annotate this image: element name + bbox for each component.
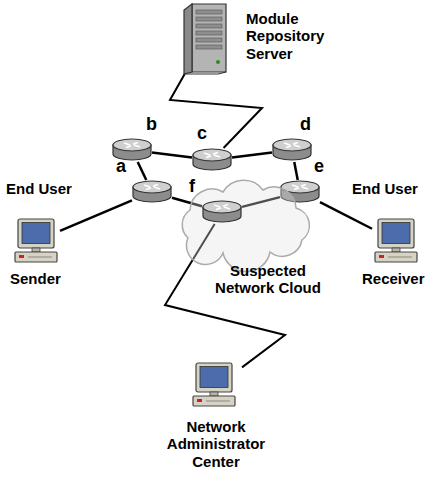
- node-caption: Module Repository Server: [246, 10, 324, 62]
- server-node: Module Repository Server: [178, 2, 232, 74]
- router-node: c: [192, 148, 232, 172]
- router-icon: [272, 138, 312, 162]
- router-icon: [132, 180, 172, 204]
- network-link: [232, 153, 272, 158]
- router-letter: d: [300, 114, 311, 135]
- node-caption: Receiver: [362, 270, 425, 287]
- router-node: a: [132, 180, 172, 204]
- network-link: [294, 162, 297, 180]
- node-caption: Suspected Network Cloud: [208, 262, 328, 297]
- serial-link: [170, 74, 262, 148]
- router-letter: a: [116, 156, 126, 177]
- router-node: f: [202, 200, 242, 224]
- router-node: d: [272, 138, 312, 162]
- network-link: [320, 202, 372, 229]
- node-caption: End User: [6, 180, 72, 197]
- router-icon: [202, 200, 242, 224]
- node-caption: End User: [352, 180, 418, 197]
- node-caption: Sender: [10, 270, 61, 287]
- router-icon: [192, 148, 232, 172]
- network-link: [138, 162, 147, 180]
- server-icon: [178, 2, 232, 74]
- router-letter: f: [189, 176, 195, 197]
- network-cloud: Suspected Network Cloudf: [168, 178, 318, 258]
- admin-node: Network Administrator Center: [190, 362, 242, 412]
- router-letter: b: [146, 114, 157, 135]
- network-link: [60, 200, 132, 230]
- end-user-node: End UserSender: [12, 218, 60, 264]
- network-link: [152, 153, 192, 158]
- computer-icon: [12, 218, 60, 264]
- computer-icon: [190, 362, 238, 408]
- router-letter: c: [197, 123, 207, 144]
- node-caption: Network Administrator Center: [150, 418, 282, 470]
- router-letter: e: [314, 156, 324, 177]
- end-user-node: End UserReceiver: [372, 218, 420, 264]
- computer-icon: [372, 218, 420, 264]
